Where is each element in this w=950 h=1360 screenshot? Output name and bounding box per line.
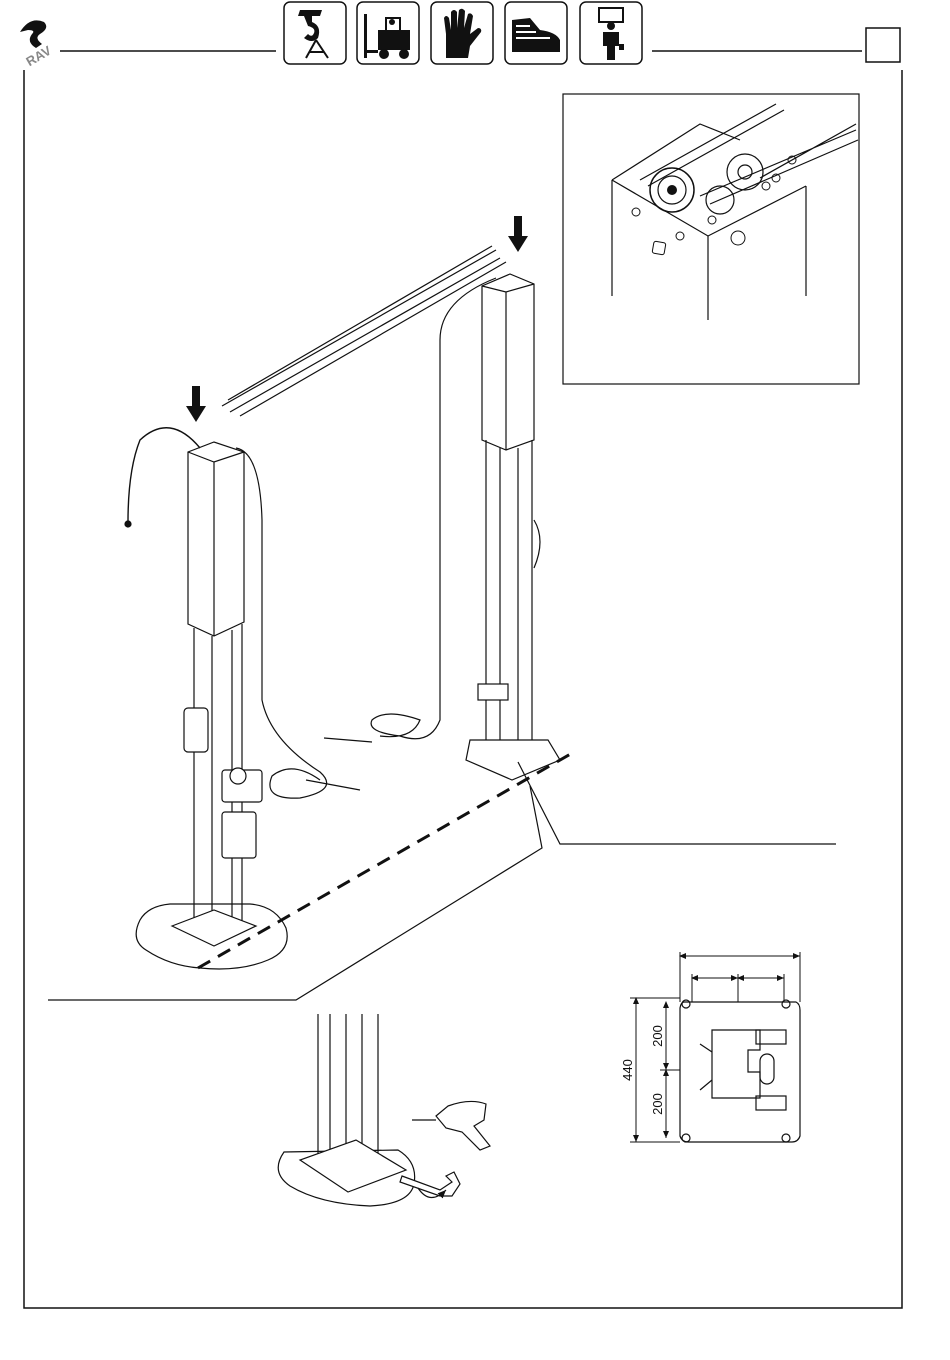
forklift-icon xyxy=(357,2,419,64)
protective-gloves-icon xyxy=(431,2,493,64)
dim-label-top: 200 xyxy=(650,1025,665,1047)
leader-line-left xyxy=(48,786,542,1000)
crane-hook-icon xyxy=(284,2,346,64)
lift-columns-illustration xyxy=(125,246,560,969)
safety-shoes-icon xyxy=(505,2,567,64)
pulley-detail-inset xyxy=(563,94,859,384)
operator-icon xyxy=(580,2,642,64)
dim-label-bottom: 200 xyxy=(650,1093,665,1115)
insert-arrow-right-icon xyxy=(508,216,528,252)
insert-arrow-left-icon xyxy=(186,386,206,422)
svg-text:RAV: RAV xyxy=(23,43,54,69)
dim-label-total: 440 xyxy=(620,1059,635,1081)
page-number-box xyxy=(866,28,900,62)
leader-line-right xyxy=(518,762,836,844)
anchor-drilling-illustration xyxy=(278,1014,490,1206)
base-plate-drawing xyxy=(680,1000,800,1142)
brand-logo: RAV xyxy=(20,20,54,69)
